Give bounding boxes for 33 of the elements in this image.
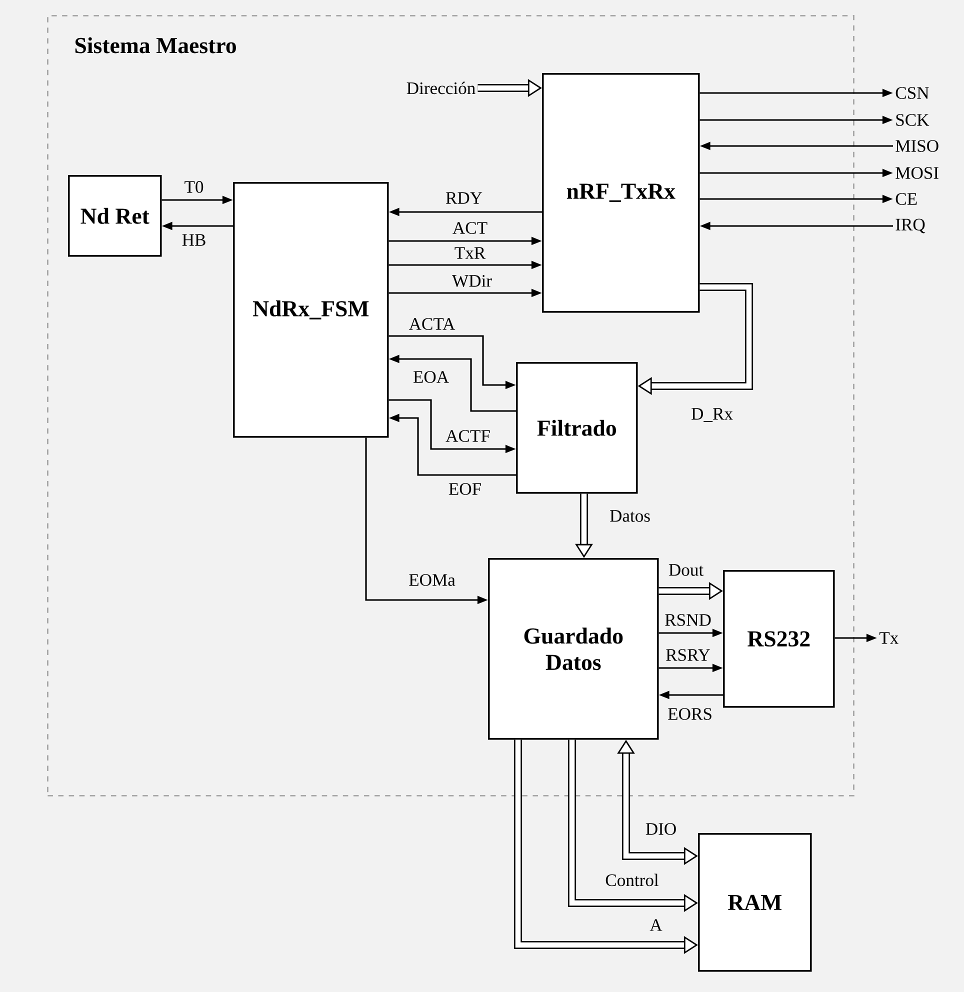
edge-label: RSRY bbox=[664, 647, 712, 663]
edge-label: RSND bbox=[662, 612, 714, 628]
block-box: Nd Ret bbox=[68, 175, 162, 257]
signal-name: Tx bbox=[879, 632, 898, 644]
signal-name: MISO bbox=[896, 140, 938, 152]
signal-name: Dirección bbox=[406, 82, 476, 94]
edge-label: Control bbox=[603, 872, 661, 888]
edge-label: EOMa bbox=[406, 572, 458, 588]
edge-label: D_Rx bbox=[689, 406, 735, 424]
edge-label: HB bbox=[180, 232, 208, 248]
edge-label: DIO bbox=[644, 821, 678, 837]
edge-label: Dout bbox=[666, 562, 706, 578]
block-box: nRF_TxRx bbox=[542, 72, 700, 313]
signal-name: CE bbox=[896, 193, 917, 205]
edge-label: EORS bbox=[666, 706, 714, 722]
edge-label: EOF bbox=[446, 481, 484, 497]
edge-label: RDY bbox=[444, 190, 484, 206]
block-box: RS232 bbox=[723, 570, 835, 708]
block-box: NdRx_FSM bbox=[233, 182, 389, 438]
edge-label: ACTF bbox=[444, 428, 492, 444]
signal-name: MOSI bbox=[896, 167, 938, 179]
block-box: Filtrado bbox=[516, 362, 638, 494]
signal-name: SCK bbox=[896, 114, 930, 126]
edge-label: Datos bbox=[608, 508, 652, 524]
edge-label: ACT bbox=[450, 220, 490, 236]
edge-label: ACTA bbox=[407, 316, 457, 332]
signal-name: CSN bbox=[896, 87, 929, 99]
block-box: Guardado Datos bbox=[488, 558, 659, 740]
edge-label: TxR bbox=[452, 245, 488, 260]
edge-label: EOA bbox=[411, 369, 451, 385]
edge-label: WDir bbox=[450, 273, 494, 289]
block-box: RAM bbox=[698, 833, 812, 972]
signal-name: IRQ bbox=[896, 218, 926, 234]
